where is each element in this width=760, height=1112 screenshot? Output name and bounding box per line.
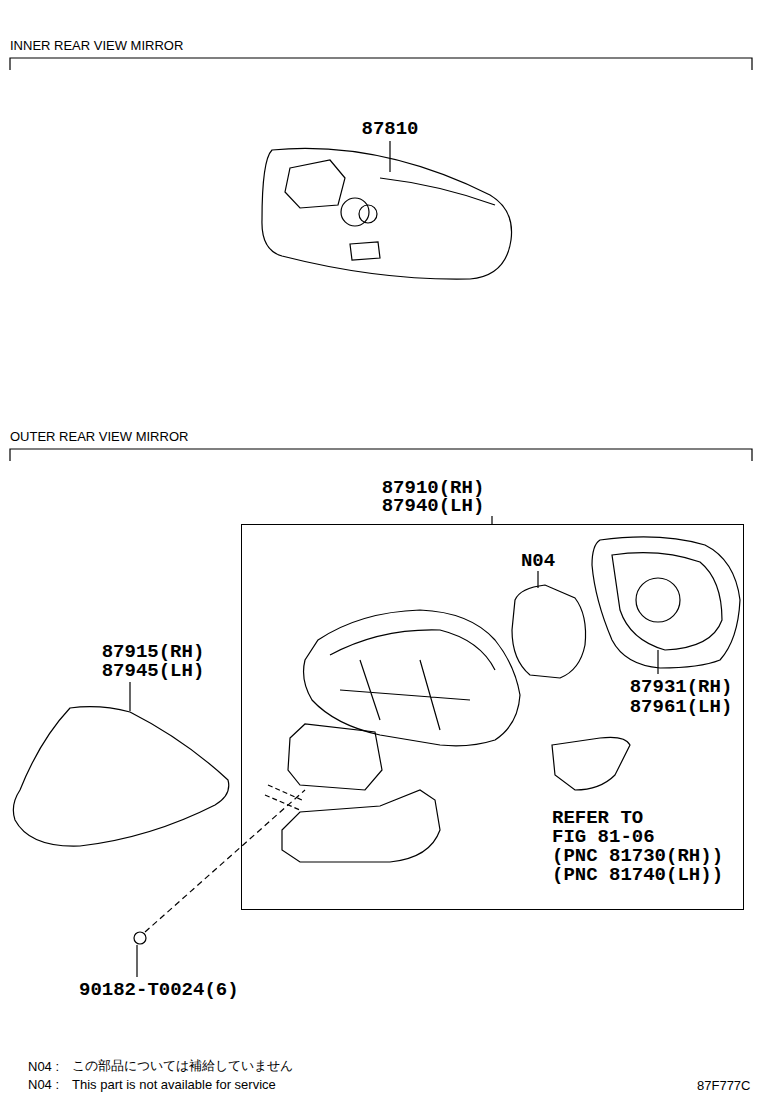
dashed-leader xyxy=(265,785,302,810)
section-bracket xyxy=(10,58,752,70)
assembly-number: 87910(RH) 87940(LH) xyxy=(373,479,493,515)
glass-pivot xyxy=(636,578,680,622)
callout-number: 87931(RH) xyxy=(630,678,733,697)
leader-line xyxy=(389,141,390,172)
callout-number: 87810 xyxy=(361,120,418,139)
inner-mirror xyxy=(262,148,512,279)
mirror-housing xyxy=(304,610,520,746)
mirror-motor xyxy=(512,585,586,678)
dashed-leader xyxy=(145,790,305,932)
section-bracket xyxy=(10,449,752,461)
reference-note: (PNC 81740(LH)) xyxy=(552,866,723,885)
lower-cover xyxy=(282,790,440,862)
mirror-base xyxy=(288,724,382,790)
turn-lamp xyxy=(552,737,630,790)
leader-line xyxy=(491,516,492,524)
reference-note: REFER TO xyxy=(552,809,643,828)
leader-line xyxy=(136,945,137,977)
note-key: N04 : xyxy=(28,1078,59,1091)
note-text: This part is not available for service xyxy=(72,1078,276,1091)
callout-number: N04 xyxy=(521,552,555,571)
housing-detail xyxy=(330,630,495,730)
callout-number: 87945(LH) xyxy=(102,662,205,681)
leader-line xyxy=(657,650,658,674)
section-title: INNER REAR VIEW MIRROR xyxy=(10,39,183,52)
note-key: N04 : xyxy=(28,1060,59,1073)
note-text: この部品については補給していません xyxy=(72,1059,293,1072)
mirror-sensor xyxy=(350,242,380,260)
callout-number: 87915(RH) xyxy=(102,643,205,662)
mirror-edge xyxy=(380,178,495,205)
mirror-glass xyxy=(592,537,740,668)
reference-note: (PNC 81730(RH)) xyxy=(552,847,723,866)
screw xyxy=(134,932,146,944)
callout-number: 90182-T0024(6) xyxy=(79,981,239,1000)
reference-note: FIG 81-06 xyxy=(552,828,655,847)
section-title: OUTER REAR VIEW MIRROR xyxy=(10,430,188,443)
figure-code: 87F777C xyxy=(697,1079,750,1092)
mirror-mount xyxy=(285,160,345,208)
leader-line xyxy=(129,682,130,711)
callout-number: 87961(LH) xyxy=(630,698,733,717)
glass-detail xyxy=(612,553,722,650)
leader-line xyxy=(537,571,538,588)
mirror-cover xyxy=(13,707,228,846)
mirror-ball xyxy=(359,205,377,223)
